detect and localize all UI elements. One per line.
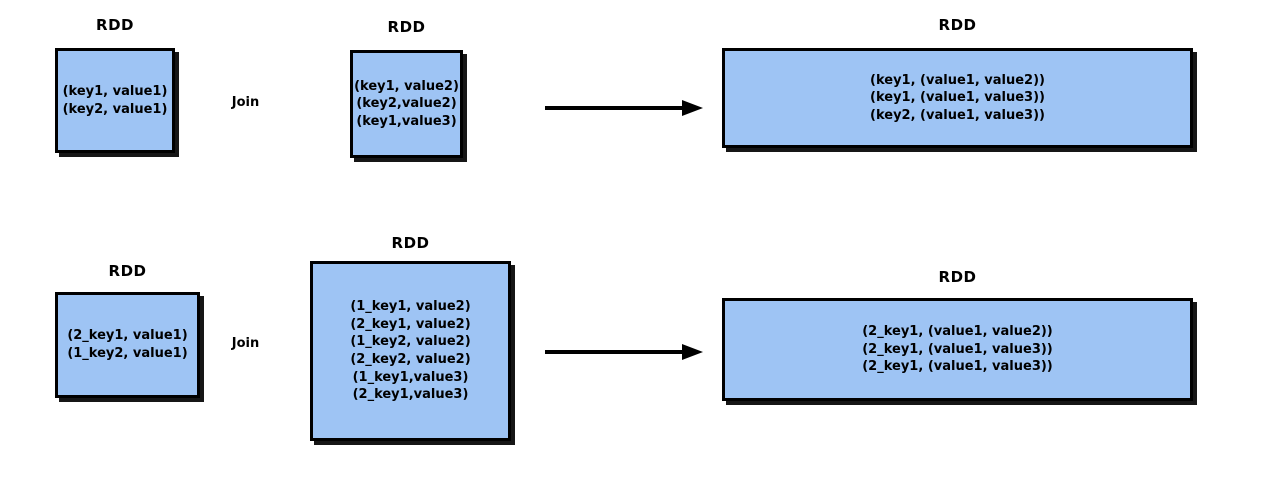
rdd-box-row1-mid-lines: (key1, value2) (key2,value2)(key1,value3) bbox=[354, 78, 459, 131]
rdd-box-row2-mid: (1_key1, value2)(2_key1, value2) (1_key2,… bbox=[310, 261, 511, 441]
box-line: (2_key1, value2) bbox=[350, 316, 471, 332]
box-line: (key2, value1) bbox=[62, 101, 168, 117]
box-line: (key1,value3) bbox=[356, 113, 457, 129]
rdd-box-row1-result: (key1, (value1, value2)) (key1, (value1, … bbox=[722, 48, 1193, 148]
rdd-box-row2-mid-lines: (1_key1, value2)(2_key1, value2) (1_key2,… bbox=[350, 298, 470, 403]
right-arrow-icon-row2 bbox=[545, 344, 703, 360]
rdd-box-row2-left-lines: (2_key1, value1) (1_key2, value1) bbox=[67, 327, 187, 362]
box-line: (1_key2, value2) bbox=[350, 334, 471, 350]
rdd-title-row2-mid: RDD bbox=[391, 234, 430, 252]
box-line: (key2,value2) bbox=[356, 96, 457, 112]
rdd-box-row2-left: (2_key1, value1) (1_key2, value1) bbox=[55, 292, 200, 398]
rdd-title-row1-mid: RDD bbox=[387, 18, 426, 36]
box-line: (key2, (value1, value3)) bbox=[870, 107, 1045, 123]
box-line: (1_key1, value2) bbox=[350, 299, 471, 315]
rdd-box-row2-result-lines: (2_key1, (value1, value2))(2_key1, (valu… bbox=[862, 323, 1053, 376]
rdd-box-row2-result: (2_key1, (value1, value2))(2_key1, (valu… bbox=[722, 298, 1193, 401]
box-line: (1_key2, value1) bbox=[67, 346, 188, 361]
right-arrow-icon-row1 bbox=[545, 100, 703, 116]
box-line: (2_key1, (value1, value2)) bbox=[862, 324, 1053, 340]
rdd-box-row1-mid: (key1, value2) (key2,value2)(key1,value3) bbox=[350, 50, 463, 158]
rdd-box-row1-result-lines: (key1, (value1, value2)) (key1, (value1, … bbox=[870, 72, 1045, 125]
box-line: (2_key1, value1) bbox=[67, 328, 188, 344]
join-label-row1: Join bbox=[231, 95, 260, 110]
box-line: (2_key2, value2) bbox=[350, 352, 471, 367]
box-line: (2_key1, (value1, value3)) bbox=[862, 341, 1053, 357]
rdd-title-row1-result: RDD bbox=[938, 16, 977, 34]
rdd-title-row2-left: RDD bbox=[108, 262, 147, 280]
box-line: (2_key1, (value1, value3)) bbox=[862, 359, 1053, 375]
box-line: (1_key1,value3) bbox=[352, 369, 469, 385]
box-line: (key1, value1) bbox=[62, 83, 168, 99]
rdd-title-row1-left: RDD bbox=[96, 16, 134, 34]
rdd-box-row1-left: (key1, value1) (key2, value1) bbox=[55, 48, 175, 153]
rdd-title-row2-result: RDD bbox=[938, 268, 977, 286]
box-line: (key1, (value1, value2)) bbox=[870, 72, 1045, 88]
box-line: (key1, value2) bbox=[354, 78, 459, 94]
box-line: (key1, (value1, value3)) bbox=[870, 90, 1045, 106]
join-label-row2: Join bbox=[231, 336, 260, 351]
box-line: (2_key1,value3) bbox=[352, 387, 469, 403]
rdd-box-row1-left-lines: (key1, value1) (key2, value1) bbox=[63, 83, 168, 118]
